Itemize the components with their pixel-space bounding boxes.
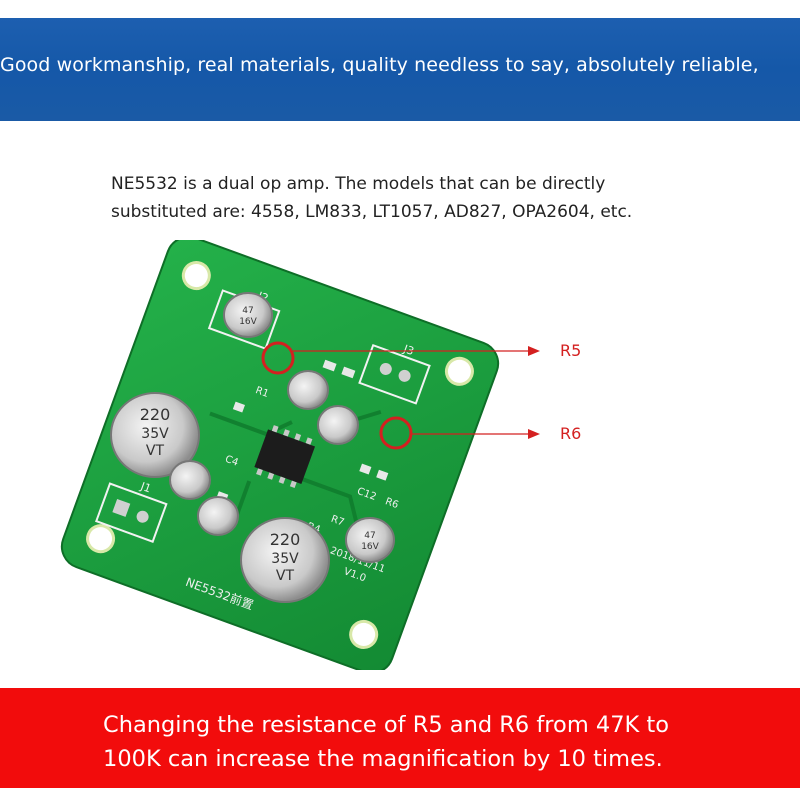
cap-large-2-series: VT	[276, 568, 295, 584]
cap-small-2-voltage: 16V	[361, 542, 379, 552]
silk-label-c4: C4	[223, 454, 239, 469]
capacitor-large-left: 220 35V VT	[110, 392, 200, 478]
capacitor-small-top: 47 16V	[223, 292, 273, 338]
pcb-body: J2 J3 J1 C12 R6 R7 R4 R2 C4 R1 2018/11/1…	[60, 240, 500, 670]
cap-large-2-voltage: 35V	[271, 551, 299, 567]
bottom-banner: Changing the resistance of R5 and R6 fro…	[0, 688, 800, 788]
r5-highlight-circle	[261, 341, 295, 375]
cap-large-1-value: 220	[140, 405, 171, 424]
cap-small-2-value: 47	[364, 531, 375, 541]
capacitor-small-set	[169, 370, 359, 536]
cap-large-2-value: 220	[270, 530, 301, 549]
cap-small-1-voltage: 16V	[239, 317, 257, 327]
cap-small-1-value: 47	[242, 306, 253, 316]
bottom-banner-text: Changing the resistance of R5 and R6 fro…	[103, 708, 763, 776]
capacitor-small-right: 47 16V	[345, 517, 395, 563]
capacitor-large-bottom: 220 35V VT	[240, 517, 330, 603]
r5-label: R5	[560, 341, 582, 360]
pcb-board-image: J2 J3 J1 C12 R6 R7 R4 R2 C4 R1 2018/11/1…	[60, 240, 500, 670]
cap-large-1-voltage: 35V	[141, 426, 169, 442]
r6-label: R6	[560, 424, 582, 443]
description: NE5532 is a dual op amp. The models that…	[111, 170, 751, 226]
top-banner-text: Good workmanship, real materials, qualit…	[0, 54, 759, 76]
silk-label-r7: R7	[329, 514, 345, 529]
silk-label-r6: R6	[384, 496, 400, 511]
description-line-1: NE5532 is a dual op amp. The models that…	[111, 174, 606, 194]
bottom-banner-line-1: Changing the resistance of R5 and R6 fro…	[103, 712, 670, 738]
top-banner: Good workmanship, real materials, qualit…	[0, 18, 800, 121]
silk-label-r1: R1	[254, 385, 270, 400]
silk-label-j3: J3	[401, 342, 416, 358]
cap-large-1-series: VT	[146, 443, 165, 459]
silk-label-j1: J1	[138, 479, 153, 495]
description-line-2: substituted are: 4558, LM833, LT1057, AD…	[111, 202, 633, 222]
bottom-banner-line-2: 100K can increase the magnification by 1…	[103, 746, 663, 772]
r6-highlight-circle	[379, 416, 413, 450]
